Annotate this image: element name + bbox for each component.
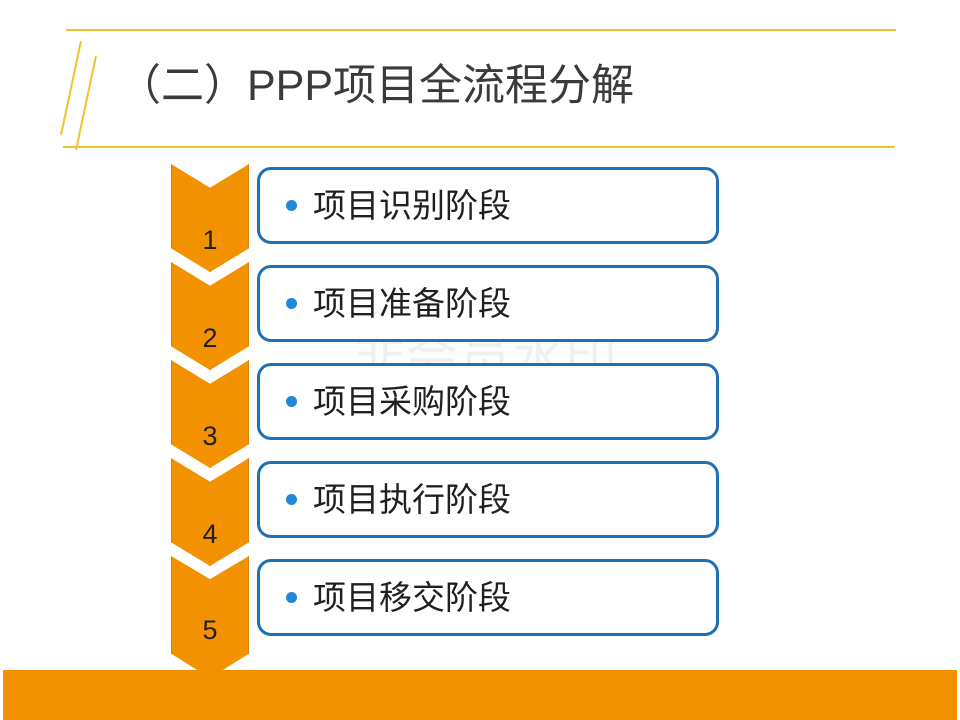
flow-chevron-1: 1 xyxy=(171,164,249,272)
flow-chevron-number-5: 5 xyxy=(202,615,218,645)
flow-chevron-number-2: 2 xyxy=(202,323,218,353)
flow-chevron-number-3: 3 xyxy=(202,421,218,451)
flow-stage-box-5[interactable]: 项目移交阶段 xyxy=(257,559,719,636)
flow-chevron-3: 3 xyxy=(171,360,249,468)
flow-chevron-5: 5 xyxy=(171,556,249,678)
flow-chevron-2: 2 xyxy=(171,262,249,370)
title-bottom-rule xyxy=(63,146,895,148)
bullet-icon xyxy=(286,396,297,407)
footer-accent-bar xyxy=(3,670,957,720)
flow-stage-label-5: 项目移交阶段 xyxy=(313,577,511,617)
flow-stage-label-1: 项目识别阶段 xyxy=(313,185,511,225)
flow-chevron-number-4: 4 xyxy=(202,519,218,549)
flow-stage-box-4[interactable]: 项目执行阶段 xyxy=(257,461,719,538)
page-title: （二）PPP项目全流程分解 xyxy=(118,62,635,110)
flow-stage-box-2[interactable]: 项目准备阶段 xyxy=(257,265,719,342)
flow-stage-label-4: 项目执行阶段 xyxy=(313,479,511,519)
flow-stage-box-1[interactable]: 项目识别阶段 xyxy=(257,167,719,244)
bullet-icon xyxy=(286,494,297,505)
flow-chevron-number-1: 1 xyxy=(202,225,218,255)
title-top-rule xyxy=(66,29,896,31)
flow-stage-label-2: 项目准备阶段 xyxy=(313,283,511,323)
flow-stage-box-3[interactable]: 项目采购阶段 xyxy=(257,363,719,440)
flow-chevron-4: 4 xyxy=(171,458,249,566)
slide-title-block: （二）PPP项目全流程分解 xyxy=(0,0,960,160)
bullet-icon xyxy=(286,200,297,211)
bullet-icon xyxy=(286,298,297,309)
bullet-icon xyxy=(286,592,297,603)
flow-stage-label-3: 项目采购阶段 xyxy=(313,381,511,421)
